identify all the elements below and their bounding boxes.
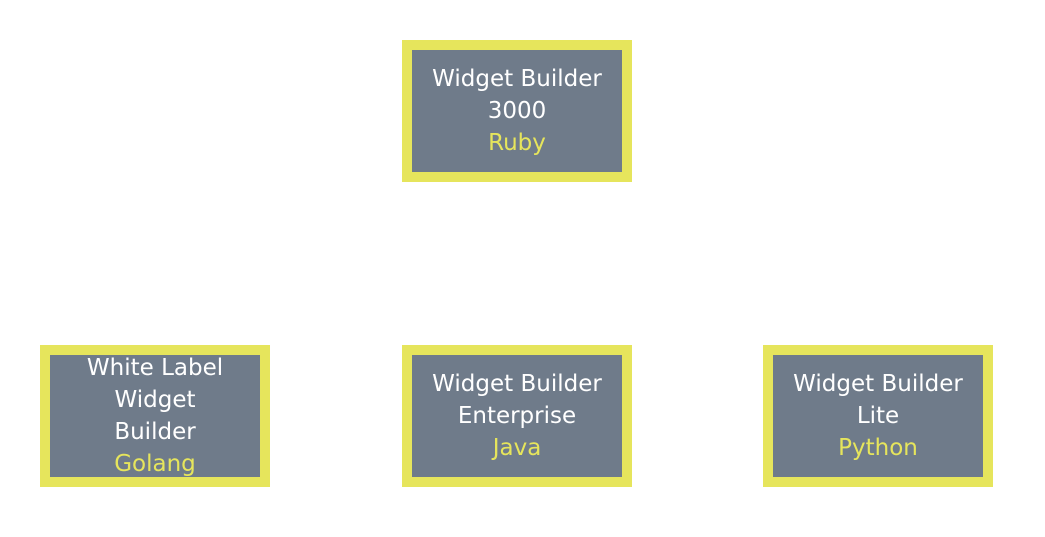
- node-name: White Label Widget Builder: [86, 355, 224, 445]
- node-language: Golang: [114, 451, 196, 477]
- node-language: Ruby: [488, 130, 546, 156]
- node-language: Java: [492, 435, 542, 461]
- node-language: Python: [838, 435, 918, 461]
- node-widget-builder-enterprise[interactable]: Widget Builder Enterprise Java: [402, 345, 632, 487]
- node-widget-builder-3000[interactable]: Widget Builder 3000 Ruby: [402, 40, 632, 182]
- node-widget-builder-lite[interactable]: Widget Builder Lite Python: [763, 345, 993, 487]
- node-name: Widget Builder 3000: [432, 66, 602, 124]
- node-white-label-widget-builder[interactable]: White Label Widget Builder Golang: [40, 345, 270, 487]
- node-name: Widget Builder Enterprise: [432, 371, 602, 429]
- node-name: Widget Builder Lite: [793, 371, 963, 429]
